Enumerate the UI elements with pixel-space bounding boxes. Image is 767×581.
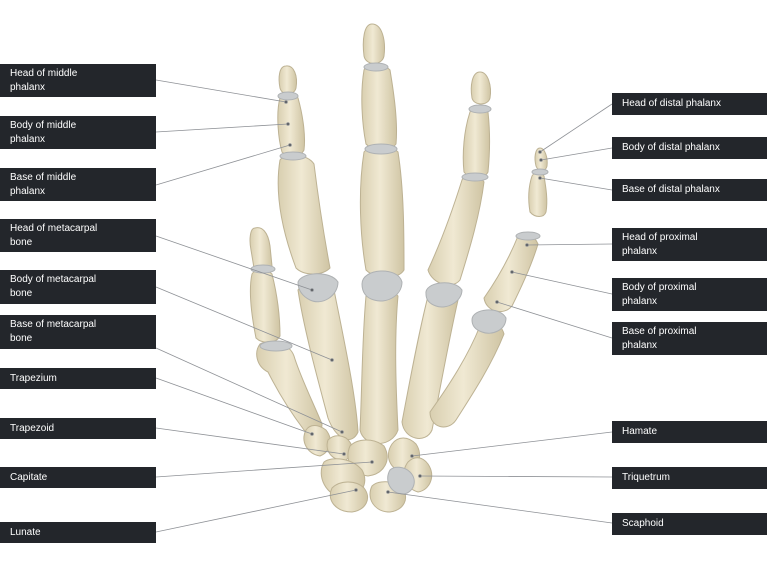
label-scaphoid: Scaphoid bbox=[612, 513, 767, 535]
index-finger-bones bbox=[277, 65, 359, 441]
label-trapezoid: Trapezoid bbox=[0, 418, 156, 439]
label-head-of-distal-phalanx: Head of distal phalanx bbox=[612, 93, 767, 115]
label-base-of-proximal-phalanx: Base of proximal phalanx bbox=[612, 322, 767, 355]
label-head-of-metacarpal-bone: Head of metacarpal bone bbox=[0, 219, 156, 252]
label-head-of-proximal-phalanx: Head of proximal phalanx bbox=[612, 228, 767, 261]
label-lunate: Lunate bbox=[0, 522, 156, 543]
label-base-of-distal-phalanx: Base of distal phalanx bbox=[612, 179, 767, 201]
label-trapezium: Trapezium bbox=[0, 368, 156, 389]
leader-lines-right bbox=[386, 103, 613, 524]
label-body-of-middle-phalanx: Body of middle phalanx bbox=[0, 116, 156, 149]
label-capitate: Capitate bbox=[0, 467, 156, 488]
label-body-of-metacarpal-bone: Body of metacarpal bone bbox=[0, 270, 156, 304]
label-triquetrum: Triquetrum bbox=[612, 467, 767, 489]
leader-lines-left bbox=[155, 79, 374, 533]
middle-finger-bones bbox=[359, 23, 405, 444]
label-hamate: Hamate bbox=[612, 421, 767, 443]
ring-finger-bones bbox=[401, 71, 492, 439]
label-head-of-middle-phalanx: Head of middle phalanx bbox=[0, 64, 156, 97]
label-body-of-distal-phalanx: Body of distal phalanx bbox=[612, 137, 767, 159]
label-base-of-middle-phalanx: Base of middle phalanx bbox=[0, 168, 156, 201]
label-base-of-metacarpal-bone: Base of metacarpal bone bbox=[0, 315, 156, 349]
thumb-bones bbox=[249, 227, 323, 435]
label-body-of-proximal-phalanx: Body of proximal phalanx bbox=[612, 278, 767, 311]
